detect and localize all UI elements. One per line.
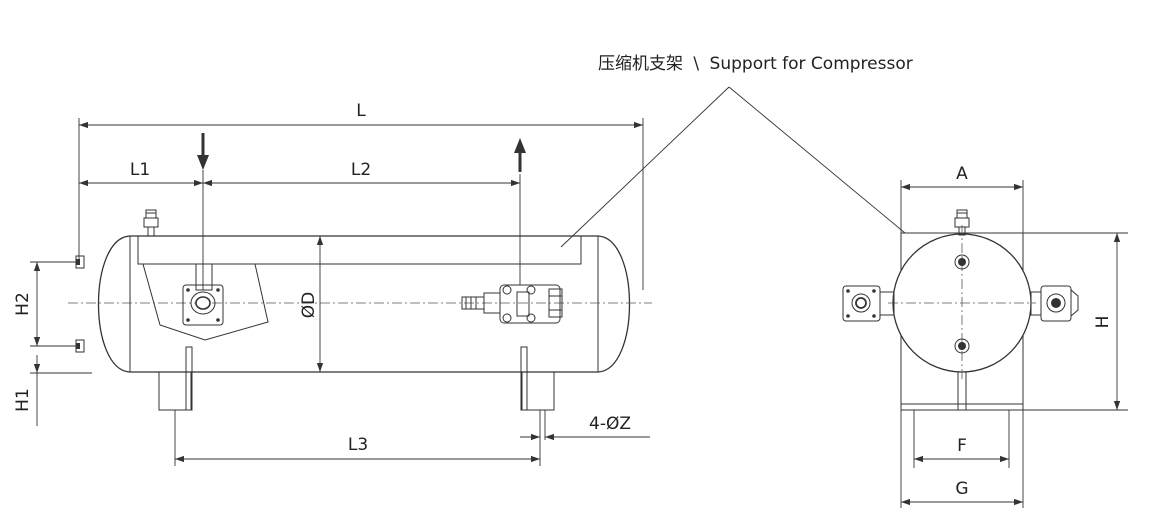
- end-left-flange: [842, 285, 895, 322]
- side-view: L L1 L2 ØD H2 H1 L3 4-ØZ: [13, 101, 652, 466]
- label-Z: 4-ØZ: [589, 414, 631, 434]
- legs: [158, 346, 555, 411]
- callout-chinese: 压缩机支架: [598, 54, 683, 74]
- callout-text: 压缩机支架 \ Support for Compressor: [598, 54, 913, 74]
- inlet-pipe: [195, 263, 213, 291]
- left-end-fittings: [75, 255, 85, 353]
- compressor-support-callout: 压缩机支架 \ Support for Compressor: [560, 54, 913, 248]
- callout-english: Support for Compressor: [710, 54, 913, 74]
- label-F: F: [957, 436, 967, 456]
- label-L2: L2: [351, 160, 371, 180]
- label-H2: H2: [13, 292, 33, 316]
- label-A: A: [956, 164, 968, 184]
- vessel-shell: [97, 235, 631, 373]
- end-view: A H F G: [842, 164, 1128, 508]
- label-L: L: [356, 101, 366, 121]
- outlet-valve: [461, 284, 563, 324]
- label-L3: L3: [348, 435, 368, 455]
- service-valve-top: [143, 209, 159, 237]
- label-H: H: [1093, 316, 1113, 329]
- callout-separator: \: [693, 54, 699, 74]
- internal-plate: [142, 263, 269, 341]
- label-D: ØD: [299, 292, 319, 318]
- arrow-down-icon: [197, 133, 209, 170]
- compressor-support-bar: [137, 235, 582, 265]
- service-valve-end: [954, 209, 970, 236]
- label-L1: L1: [130, 160, 150, 180]
- end-right-valve: [1030, 285, 1079, 322]
- arrow-up-icon: [514, 138, 526, 172]
- label-G: G: [955, 479, 968, 499]
- label-H1: H1: [13, 388, 33, 412]
